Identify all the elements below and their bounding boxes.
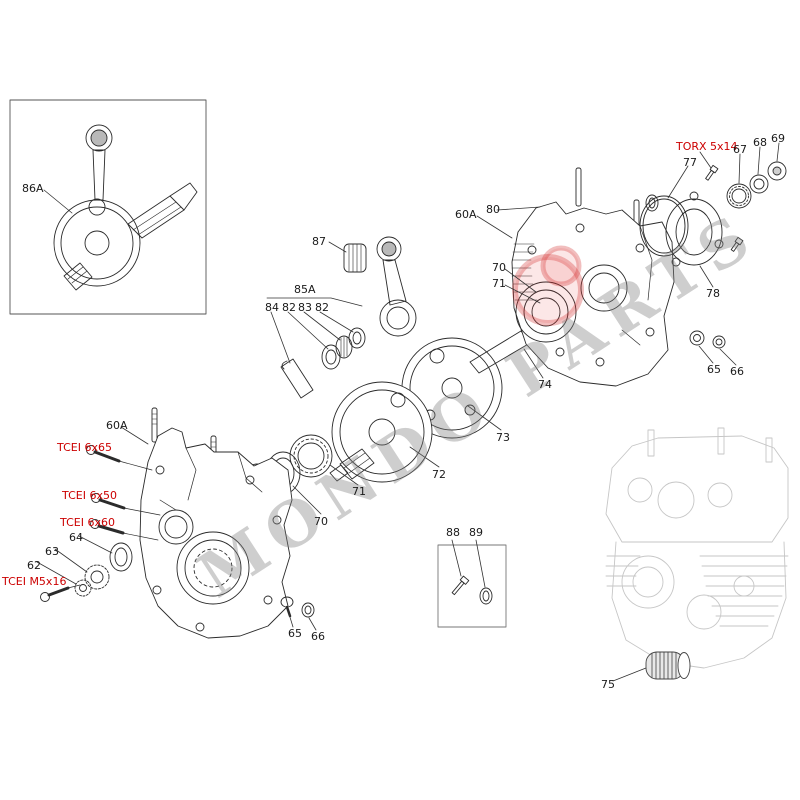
connecting-rod-drawing xyxy=(343,236,417,337)
part-label-71-top: 71 xyxy=(492,277,506,290)
part-label-70-mid: 70 xyxy=(314,515,328,528)
tcei-bolts-drawing xyxy=(86,445,161,541)
part-label-82b: 82 xyxy=(315,301,329,314)
part-label-73: 73 xyxy=(496,431,510,444)
inset-box-screw xyxy=(437,544,507,628)
bolt-washer-right-drawing xyxy=(689,330,726,349)
part-label-87: 87 xyxy=(312,235,326,248)
part-label-66-right: 66 xyxy=(730,365,744,378)
plug-drawing xyxy=(645,651,691,680)
fastener-label-tcei-6x65[interactable]: TCEI 6x65 xyxy=(57,441,112,454)
part-label-67: 67 xyxy=(733,143,747,156)
part-label-60A-top: 60A xyxy=(455,208,477,221)
part-label-66-bottom: 66 xyxy=(311,630,325,643)
part-label-63: 63 xyxy=(45,545,59,558)
inset-box-crankshaft xyxy=(9,99,207,315)
part-label-64: 64 xyxy=(69,531,83,544)
part-label-65-bottom: 65 xyxy=(288,627,302,640)
part-label-83: 83 xyxy=(298,301,312,314)
crankcase-right-drawing xyxy=(511,167,675,387)
part-label-71-mid: 71 xyxy=(352,485,366,498)
crank-pin-washers-drawing xyxy=(280,327,366,399)
part-label-68: 68 xyxy=(753,136,767,149)
fastener-label-tcei-m5x16[interactable]: TCEI M5x16 xyxy=(2,575,67,588)
fastener-label-tcei-6x50[interactable]: TCEI 6x50 xyxy=(62,489,117,502)
part-label-84: 84 xyxy=(265,301,279,314)
part-label-70-top: 70 xyxy=(492,261,506,274)
part-label-62: 62 xyxy=(27,559,41,572)
part-label-80: 80 xyxy=(486,203,500,216)
callout-lines xyxy=(36,142,780,682)
part-label-74: 74 xyxy=(538,378,552,391)
part-label-89: 89 xyxy=(469,526,483,539)
flange-seals-drawing xyxy=(639,161,787,267)
fastener-label-torx-5x14[interactable]: TORX 5x14 xyxy=(676,140,738,153)
part-label-75: 75 xyxy=(601,678,615,691)
part-label-77: 77 xyxy=(683,156,697,169)
part-label-69: 69 xyxy=(771,132,785,145)
part-label-88: 88 xyxy=(446,526,460,539)
part-label-82a: 82 xyxy=(282,301,296,314)
part-label-65-right: 65 xyxy=(707,363,721,376)
crankcase-left-drawing xyxy=(139,407,293,639)
fastener-label-tcei-6x60[interactable]: TCEI 6x60 xyxy=(60,516,115,529)
part-label-86A: 86A xyxy=(22,182,44,195)
part-label-60A-left: 60A xyxy=(106,419,128,432)
faint-cylinder-block-drawing xyxy=(605,427,789,669)
part-label-78: 78 xyxy=(706,287,720,300)
part-label-72: 72 xyxy=(432,468,446,481)
part-label-85A: 85A xyxy=(294,283,316,296)
